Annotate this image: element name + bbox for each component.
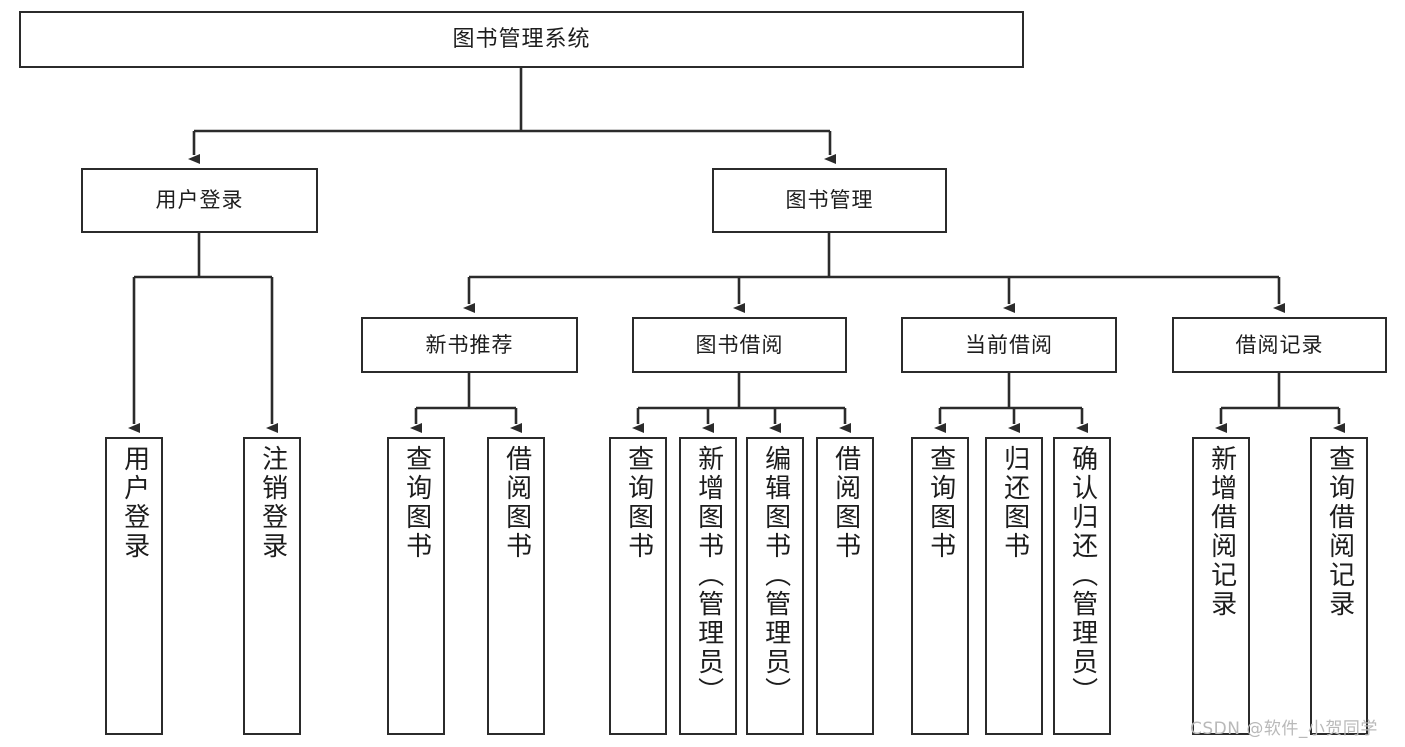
leaf-add-book-admin-label: 新增图书（管理员） — [693, 445, 724, 706]
leaf-confirm-return-admin[interactable]: 确认归还（管理员） — [1053, 437, 1111, 735]
leaf-query-book-1[interactable]: 查询图书 — [387, 437, 445, 735]
leaf-user-login-label: 用户登录 — [119, 445, 150, 561]
node-new-book-recommend[interactable]: 新书推荐 — [361, 317, 578, 373]
leaf-query-borrow-record-label: 查询借阅记录 — [1324, 445, 1355, 619]
node-new-book-recommend-label: 新书推荐 — [425, 332, 514, 357]
node-user-login-label: 用户登录 — [155, 188, 244, 212]
node-book-manage-label: 图书管理 — [785, 188, 874, 212]
node-borrow-record[interactable]: 借阅记录 — [1172, 317, 1387, 373]
node-user-login[interactable]: 用户登录 — [81, 168, 318, 233]
leaf-query-book-2[interactable]: 查询图书 — [609, 437, 667, 735]
leaf-edit-book-admin[interactable]: 编辑图书（管理员） — [746, 437, 804, 735]
node-book-borrow-label: 图书借阅 — [695, 332, 784, 357]
leaf-query-book-1-label: 查询图书 — [401, 445, 432, 561]
leaf-return-book-label: 归还图书 — [999, 445, 1030, 561]
leaf-logout[interactable]: 注销登录 — [243, 437, 301, 735]
leaf-borrow-book-1[interactable]: 借阅图书 — [487, 437, 545, 735]
leaf-confirm-return-admin-label: 确认归还（管理员） — [1067, 445, 1098, 706]
leaf-borrow-book-2[interactable]: 借阅图书 — [816, 437, 874, 735]
leaf-borrow-book-2-label: 借阅图书 — [830, 445, 861, 561]
leaf-add-borrow-record-label: 新增借阅记录 — [1206, 445, 1237, 619]
leaf-add-borrow-record[interactable]: 新增借阅记录 — [1192, 437, 1250, 735]
csdn-watermark: CSDN @软件_小贺同学 — [1190, 719, 1378, 739]
leaf-add-book-admin[interactable]: 新增图书（管理员） — [679, 437, 737, 735]
leaf-edit-book-admin-label: 编辑图书（管理员） — [760, 445, 791, 706]
leaf-query-borrow-record[interactable]: 查询借阅记录 — [1310, 437, 1368, 735]
node-book-manage[interactable]: 图书管理 — [712, 168, 947, 233]
node-current-borrow-label: 当前借阅 — [965, 332, 1053, 357]
node-book-borrow[interactable]: 图书借阅 — [632, 317, 847, 373]
leaf-return-book[interactable]: 归还图书 — [985, 437, 1043, 735]
leaf-user-login[interactable]: 用户登录 — [105, 437, 163, 735]
leaf-query-book-2-label: 查询图书 — [623, 445, 654, 561]
node-root-label: 图书管理系统 — [452, 26, 591, 52]
node-borrow-record-label: 借阅记录 — [1235, 332, 1324, 357]
node-current-borrow[interactable]: 当前借阅 — [901, 317, 1117, 373]
leaf-query-book-3-label: 查询图书 — [925, 445, 956, 561]
leaf-logout-label: 注销登录 — [257, 445, 288, 561]
leaf-query-book-3[interactable]: 查询图书 — [911, 437, 969, 735]
node-root[interactable]: 图书管理系统 — [19, 11, 1024, 68]
leaf-borrow-book-1-label: 借阅图书 — [501, 445, 532, 561]
